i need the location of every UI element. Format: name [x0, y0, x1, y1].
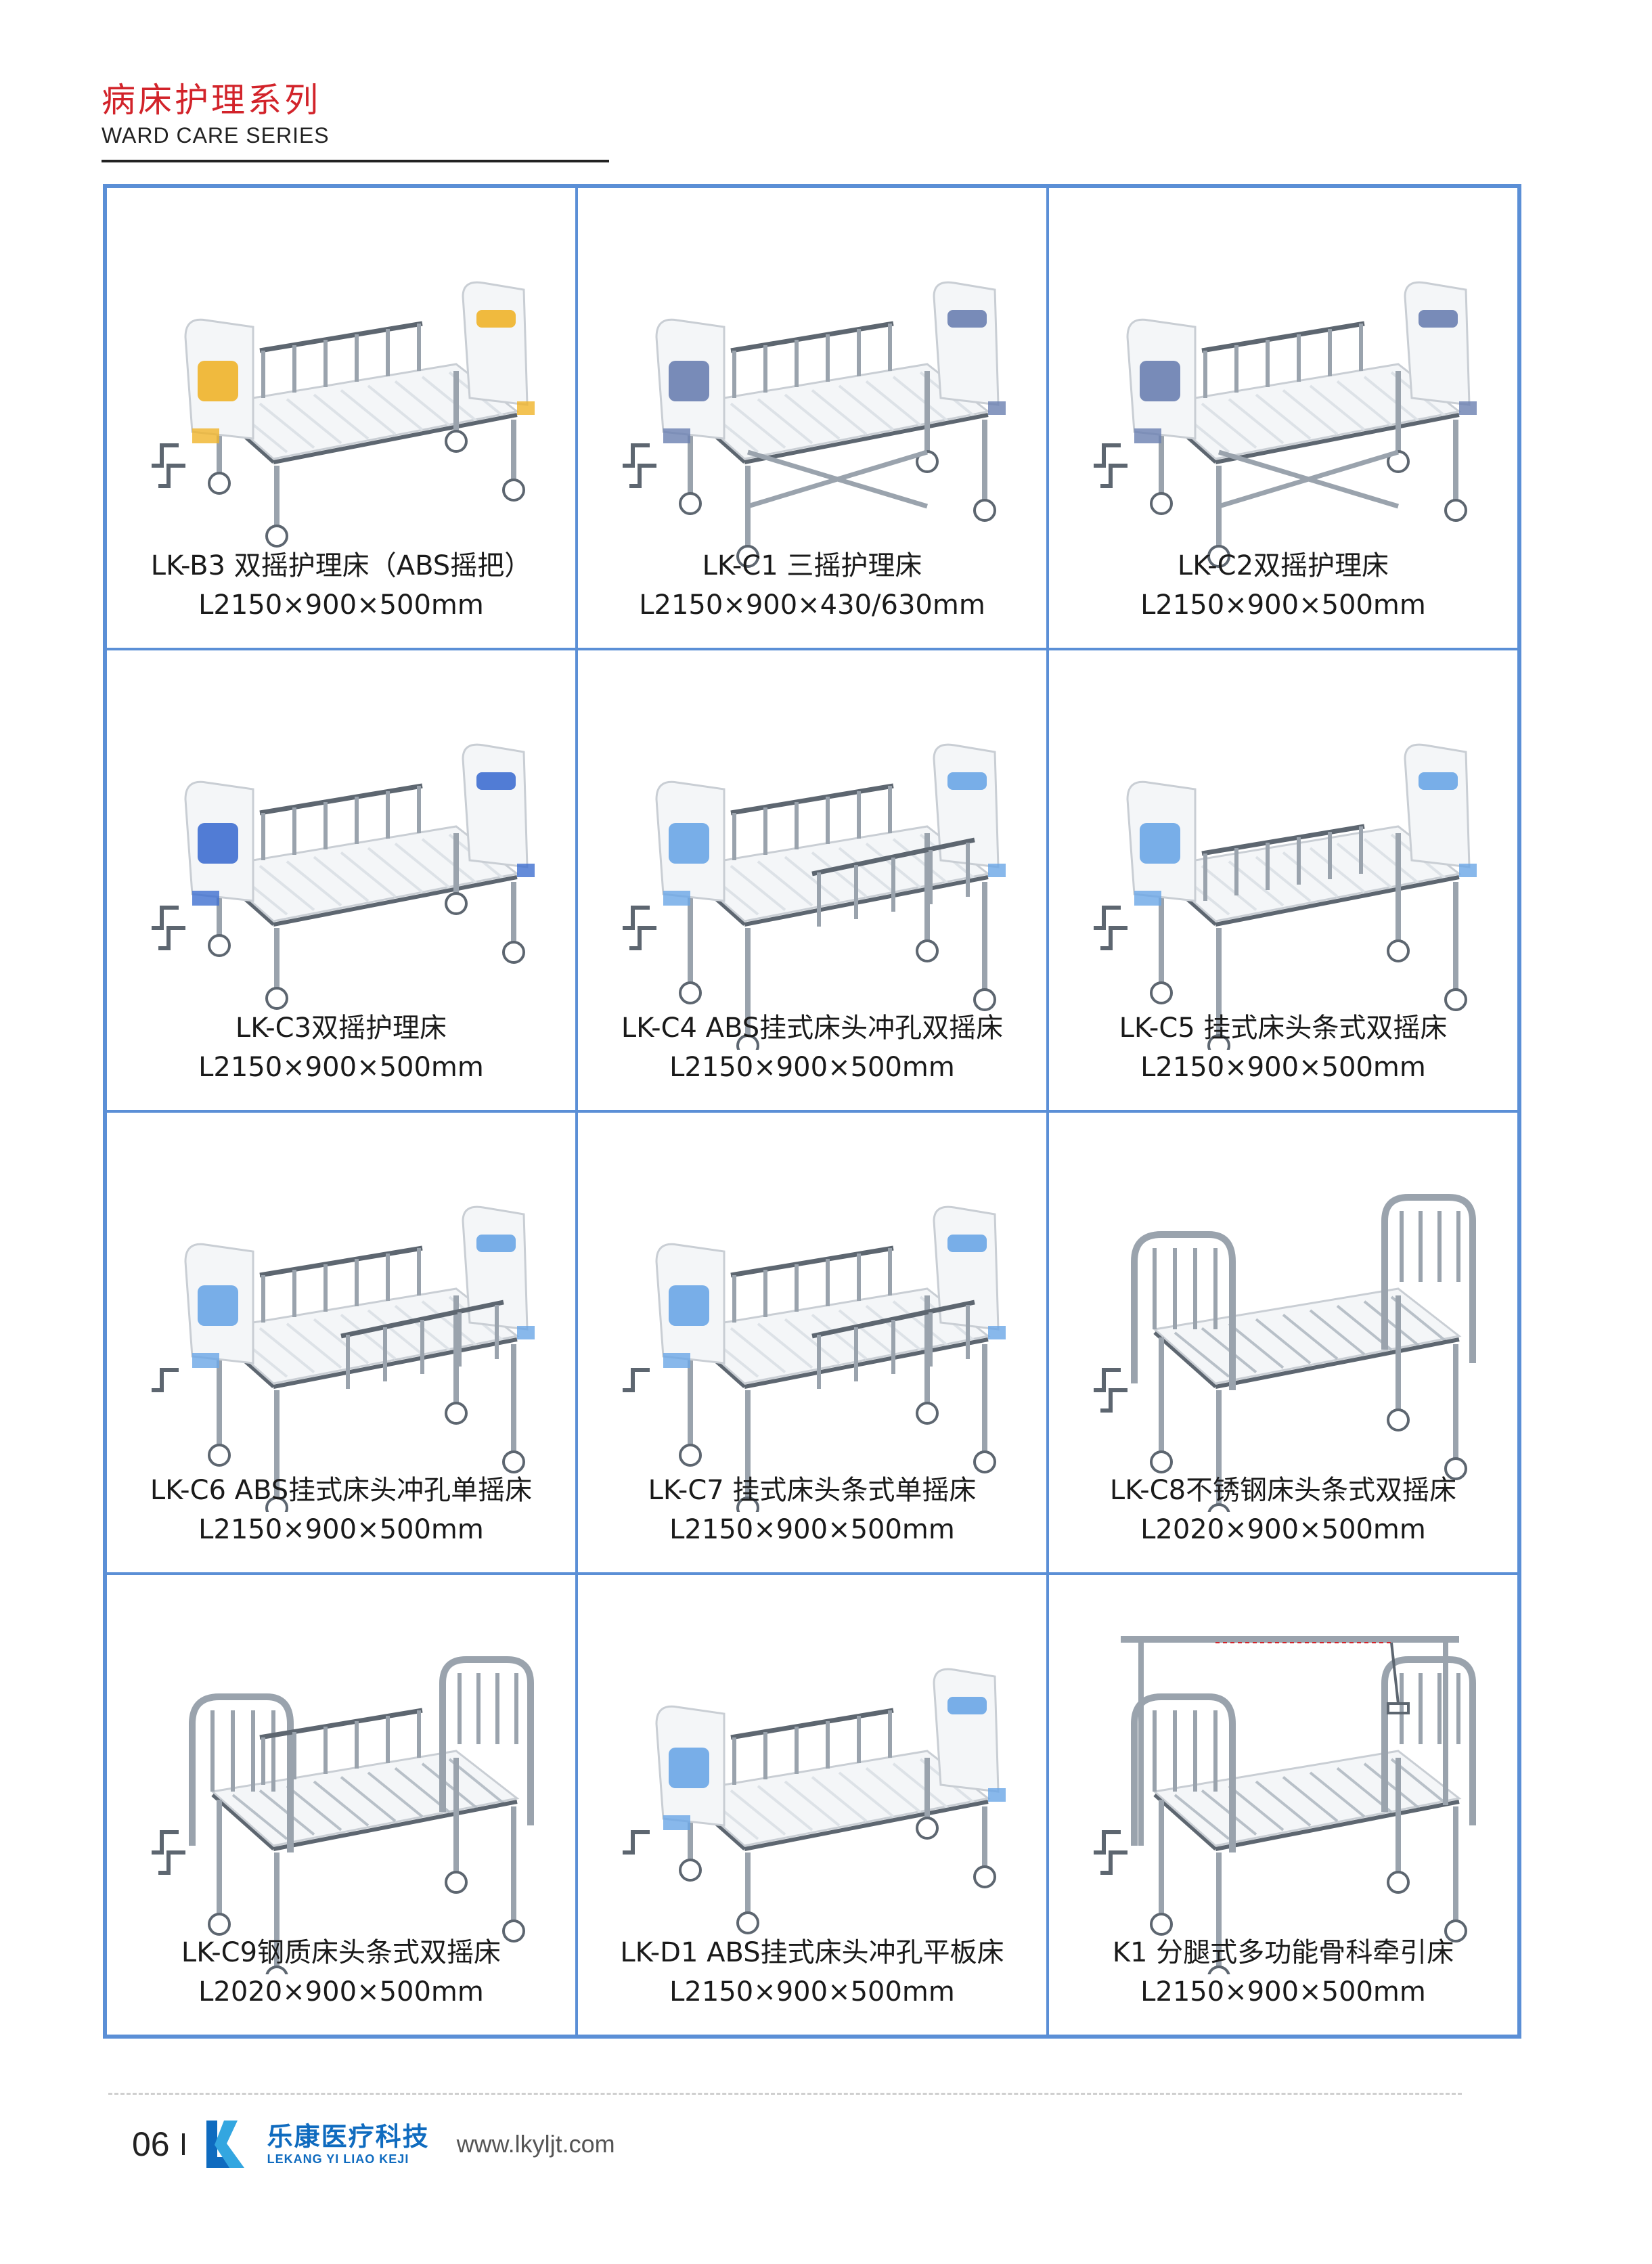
product-card-8[interactable]: LK-C7 挂式床头条式单摇床 L2150×900×500mm [577, 1111, 1048, 1574]
product-dimensions: L2150×900×500mm [198, 590, 484, 621]
product-name: LK-C6 ABS挂式床头冲孔单摇床 [150, 1475, 533, 1506]
product-caption: K1 分腿式多功能骨科牵引床 L2150×900×500mm [1049, 1933, 1517, 2012]
product-dimensions: L2150×900×500mm [669, 1052, 955, 1083]
brand-name-cn: 乐康医疗科技 [267, 2122, 430, 2152]
product-caption: LK-C9钢质床头条式双摇床 L2020×900×500mm [107, 1933, 575, 2012]
product-card-10[interactable]: LK-C9钢质床头条式双摇床 L2020×900×500mm [106, 1574, 577, 2036]
product-grid: LK-B3 双摇护理床（ABS摇把） L2150×900×500mm LK-C1… [103, 184, 1521, 2039]
product-name: LK-C2双摇护理床 [1177, 550, 1389, 581]
page-footer: 06 LK 乐康医疗科技 LEKANG YI LIAO KEJI www.lky… [132, 2110, 615, 2178]
section-title: 病床护理系列 [102, 81, 321, 120]
bed-image [1094, 281, 1477, 568]
product-caption: LK-C8不锈钢床头条式双摇床 L2020×900×500mm [1049, 1471, 1517, 1549]
bed-image [623, 1205, 1006, 1512]
product-caption: LK-D1 ABS挂式床头冲孔平板床 L2150×900×500mm [578, 1933, 1046, 2012]
website-link[interactable]: www.lkyljt.com [456, 2130, 615, 2158]
product-card-4[interactable]: LK-C3双摇护理床 L2150×900×500mm [106, 649, 577, 1111]
product-name: LK-B3 双摇护理床（ABS摇把） [150, 550, 532, 581]
bed-image [1094, 743, 1477, 1050]
product-caption: LK-B3 双摇护理床（ABS摇把） L2150×900×500mm [107, 546, 575, 625]
product-name: K1 分腿式多功能骨科牵引床 [1112, 1937, 1454, 1968]
product-card-9[interactable]: LK-C8不锈钢床头条式双摇床 L2020×900×500mm [1048, 1111, 1519, 1574]
product-dimensions: L2150×900×500mm [669, 1514, 955, 1545]
page-number: 06 [132, 2125, 170, 2163]
product-caption: LK-C5 挂式床头条式双摇床 L2150×900×500mm [1049, 1008, 1517, 1087]
bed-image [623, 1668, 1006, 1934]
product-name: LK-C1 三摇护理床 [702, 550, 922, 581]
product-card-12[interactable]: K1 分腿式多功能骨科牵引床 L2150×900×500mm [1048, 1574, 1519, 2036]
product-dimensions: L2150×900×500mm [198, 1052, 484, 1083]
product-name: LK-C9钢质床头条式双摇床 [181, 1937, 501, 1968]
product-name: LK-C3双摇护理床 [235, 1013, 447, 1044]
product-name: LK-C8不锈钢床头条式双摇床 [1109, 1475, 1457, 1506]
brand-block: 乐康医疗科技 LEKANG YI LIAO KEJI [267, 2122, 430, 2167]
section-header: 病床护理系列 WARD CARE SERIES [102, 80, 330, 148]
title-underline [102, 160, 609, 162]
product-caption: LK-C3双摇护理床 L2150×900×500mm [107, 1008, 575, 1087]
bed-image [623, 743, 1006, 1050]
lk-logo-icon: LK [202, 2116, 244, 2168]
product-dimensions: L2150×900×500mm [1140, 1976, 1426, 2007]
product-caption: LK-C6 ABS挂式床头冲孔单摇床 L2150×900×500mm [107, 1471, 575, 1549]
product-card-5[interactable]: LK-C4 ABS挂式床头冲孔双摇床 L2150×900×500mm [577, 649, 1048, 1111]
bed-image [152, 1205, 535, 1512]
product-dimensions: L2150×900×500mm [669, 1976, 955, 2007]
product-name: LK-C5 挂式床头条式双摇床 [1119, 1013, 1448, 1044]
product-caption: LK-C2双摇护理床 L2150×900×500mm [1049, 546, 1517, 625]
product-card-2[interactable]: LK-C1 三摇护理床 L2150×900×430/630mm [577, 187, 1048, 649]
product-dimensions: L2150×900×500mm [1140, 1052, 1426, 1083]
product-caption: LK-C1 三摇护理床 L2150×900×430/630mm [578, 546, 1046, 625]
product-caption: LK-C4 ABS挂式床头冲孔双摇床 L2150×900×500mm [578, 1008, 1046, 1087]
product-dimensions: L2150×900×500mm [198, 1514, 484, 1545]
bed-image [1094, 1194, 1476, 1512]
product-card-3[interactable]: LK-C2双摇护理床 L2150×900×500mm [1048, 187, 1519, 649]
brand-name-en: LEKANG YI LIAO KEJI [267, 2152, 409, 2166]
bed-image [152, 743, 535, 1010]
page-separator [181, 2133, 185, 2155]
product-name: LK-D1 ABS挂式床头冲孔平板床 [620, 1937, 1004, 1968]
product-dimensions: L2020×900×500mm [198, 1976, 484, 2007]
product-name: LK-C7 挂式床头条式单摇床 [648, 1475, 977, 1506]
product-card-6[interactable]: LK-C5 挂式床头条式双摇床 L2150×900×500mm [1048, 649, 1519, 1111]
product-card-7[interactable]: LK-C6 ABS挂式床头冲孔单摇床 L2150×900×500mm [106, 1111, 577, 1574]
product-caption: LK-C7 挂式床头条式单摇床 L2150×900×500mm [578, 1471, 1046, 1549]
bed-image [1094, 1636, 1476, 1974]
bed-image [623, 281, 1006, 568]
product-card-11[interactable]: LK-D1 ABS挂式床头冲孔平板床 L2150×900×500mm [577, 1574, 1048, 2036]
product-dimensions: L2150×900×500mm [1140, 590, 1426, 621]
bed-image [152, 1656, 534, 1974]
footer-divider [108, 2093, 1462, 2095]
logo-letters: LK [202, 2116, 204, 2117]
bed-image [152, 281, 535, 548]
product-dimensions: L2020×900×500mm [1140, 1514, 1426, 1545]
section-subtitle: WARD CARE SERIES [102, 123, 330, 148]
product-name: LK-C4 ABS挂式床头冲孔双摇床 [621, 1013, 1004, 1044]
product-card-1[interactable]: LK-B3 双摇护理床（ABS摇把） L2150×900×500mm [106, 187, 577, 649]
product-dimensions: L2150×900×430/630mm [639, 590, 985, 621]
